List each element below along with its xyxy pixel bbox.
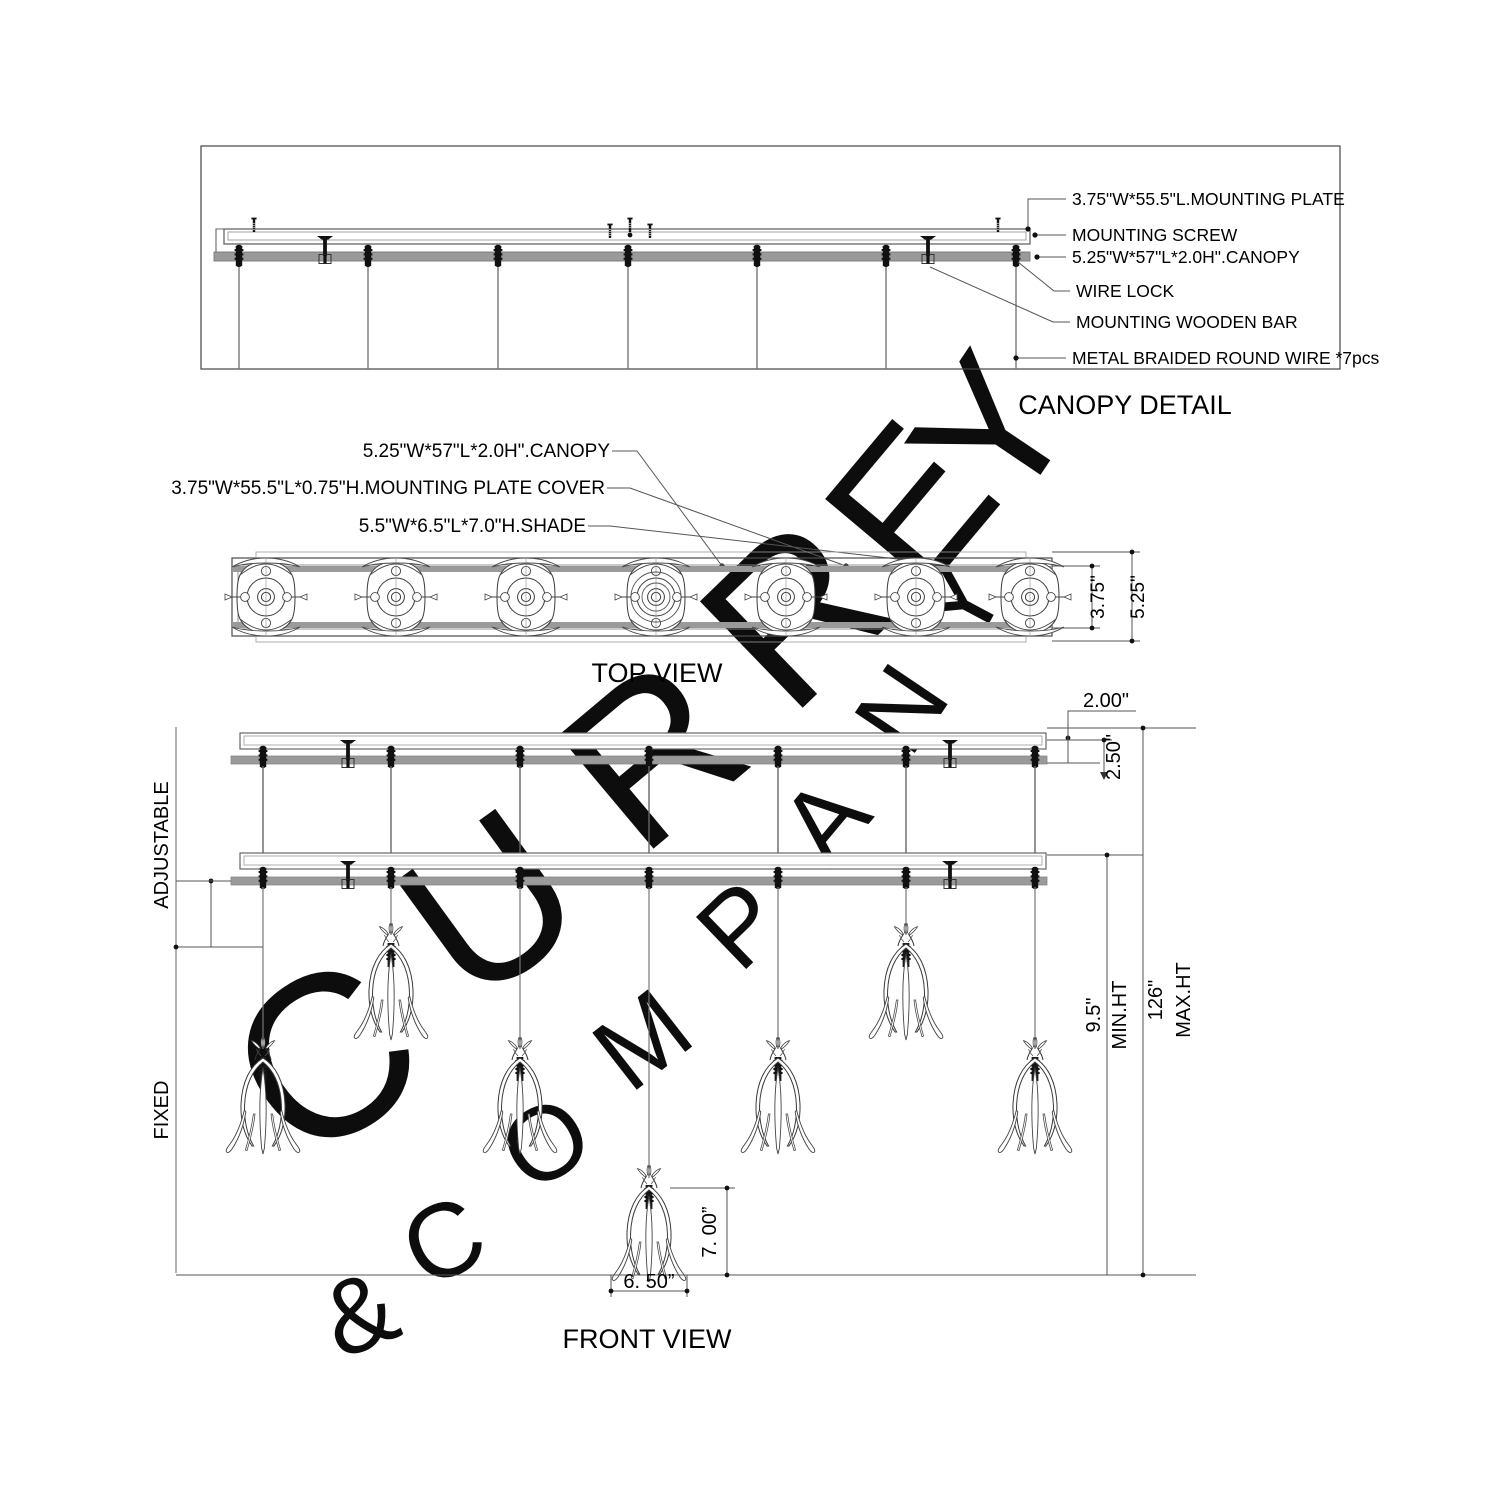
dim-min-ht-note: MIN.HT bbox=[1109, 981, 1131, 1050]
shade-width-dimension bbox=[608, 1275, 690, 1297]
watermark-letter: C bbox=[384, 1172, 503, 1310]
wire-assembly bbox=[1011, 244, 1021, 369]
callout-wooden-bar: MOUNTING WOODEN BAR bbox=[1076, 312, 1298, 332]
top-view-leaders bbox=[588, 450, 935, 569]
dim-max-ht-value: 126" bbox=[1145, 980, 1167, 1020]
wire-assembly bbox=[881, 244, 891, 369]
top-view: 5.25"W*57"L*2.0H".CANOPY 3.75"W*55.5"L*0… bbox=[171, 441, 1149, 688]
dim-2-50: 2.50" bbox=[1103, 734, 1125, 780]
upper-canopy-assembly bbox=[230, 732, 1048, 768]
top-view-dimensions bbox=[1052, 549, 1140, 644]
watermark-letter: U bbox=[355, 761, 622, 1047]
callout-canopy: 5.25"W*57"L*2.0H".CANOPY bbox=[1072, 247, 1300, 267]
canopy-detail-view: 3.75"W*55.5"L.MOUNTING PLATE MOUNTING SC… bbox=[200, 145, 1380, 420]
wire-assembly bbox=[623, 244, 633, 369]
dim-3-75: 3.75" bbox=[1088, 575, 1109, 619]
min-height-dimension bbox=[1047, 852, 1143, 1275]
dim-2-00: 2.00" bbox=[1083, 690, 1129, 712]
wire-assembly bbox=[493, 244, 503, 369]
lower-canopy-assembly bbox=[230, 852, 1048, 889]
center-socket-detail bbox=[630, 571, 682, 623]
label-adjustable: ADJUSTABLE bbox=[151, 781, 173, 908]
top-view-callout-labels: 5.25"W*57"L*2.0H".CANOPY 3.75"W*55.5"L*0… bbox=[171, 441, 610, 537]
wire-locks-and-wires bbox=[234, 244, 1021, 369]
dim-min-ht-value: 9.5" bbox=[1083, 998, 1105, 1033]
canopy-callout-labels: 3.75"W*55.5"L.MOUNTING PLATE MOUNTING SC… bbox=[1072, 189, 1380, 368]
front-view-title: FRONT VIEW bbox=[562, 1324, 732, 1354]
dim-5-25: 5.25" bbox=[1128, 575, 1149, 619]
callout-plate-cover-top: 3.75"W*55.5"L*0.75"H.MOUNTING PLATE COVE… bbox=[171, 478, 605, 499]
label-fixed: FIXED bbox=[151, 1081, 173, 1140]
callout-mounting-screw: MOUNTING SCREW bbox=[1072, 225, 1238, 245]
dim-6-50: 6. 50” bbox=[623, 1271, 674, 1293]
dim-max-ht-note: MAX.HT bbox=[1173, 962, 1195, 1038]
front-view-side-labels: ADJUSTABLE FIXED bbox=[151, 727, 177, 1273]
canopy-bar bbox=[213, 251, 1031, 262]
front-view: ADJUSTABLE FIXED 2.00" 2.50" bbox=[151, 690, 1196, 1354]
top-view-title: TOP VIEW bbox=[591, 658, 723, 688]
adjustable-range-marker bbox=[173, 878, 263, 950]
mounting-screws bbox=[251, 217, 1001, 239]
callout-leaders bbox=[929, 198, 1070, 361]
front-view-top-dimensions bbox=[1047, 710, 1136, 780]
dim-7-00: 7. 00” bbox=[699, 1206, 721, 1257]
pendant-5 bbox=[740, 1037, 816, 1155]
wire-assembly bbox=[363, 244, 373, 369]
watermark-letter: M bbox=[572, 967, 713, 1113]
wire-assembly bbox=[234, 244, 244, 369]
callout-canopy-top: 5.25"W*57"L*2.0H".CANOPY bbox=[363, 441, 611, 462]
shade-height-dimension bbox=[670, 1185, 735, 1278]
wire-assembly bbox=[752, 244, 762, 369]
watermark-letter: C bbox=[184, 905, 465, 1211]
pendant-7 bbox=[997, 1037, 1073, 1155]
watermark-letter: & bbox=[305, 1247, 414, 1382]
callout-braided-wire: METAL BRAIDED ROUND WIRE *7pcs bbox=[1072, 348, 1380, 368]
canopy-detail-frame bbox=[200, 145, 1341, 370]
pendant-drop-wires bbox=[262, 887, 1036, 1178]
mounting-plate bbox=[215, 228, 1031, 256]
canopy-detail-title: CANOPY DETAIL bbox=[1018, 390, 1232, 420]
pendant-4 bbox=[611, 1165, 687, 1283]
callout-shade-top: 5.5"W*6.5"L*7.0"H.SHADE bbox=[359, 516, 586, 537]
callout-wire-lock: WIRE LOCK bbox=[1076, 281, 1175, 301]
callout-mounting-plate: 3.75"W*55.5"L.MOUNTING PLATE bbox=[1072, 189, 1345, 209]
pendant-6 bbox=[868, 923, 944, 1041]
